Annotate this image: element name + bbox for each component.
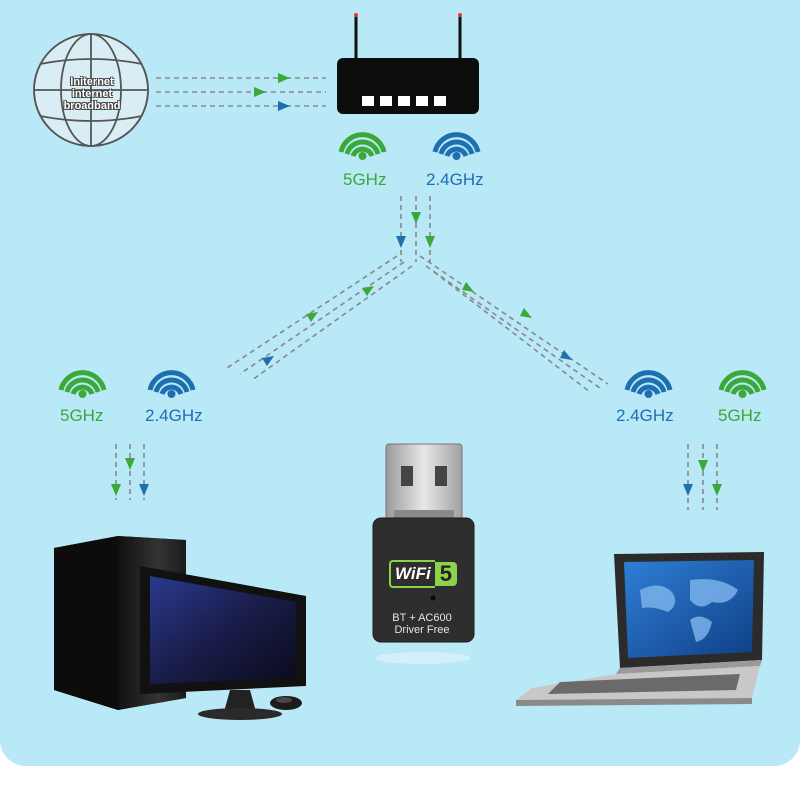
- wifi-logo-number: 5: [434, 562, 457, 586]
- internet-line-1: Initernet: [70, 76, 114, 88]
- adapter-spec-line-1: BT + AC600: [392, 612, 452, 624]
- desktop-computer: [54, 536, 306, 720]
- adapter-spec-line-2: Driver Free: [394, 624, 450, 636]
- right-device-arrows: [687, 444, 718, 510]
- laptop-computer: [516, 552, 764, 706]
- wifi-signal-icon: [624, 370, 673, 398]
- internet-to-router-arrows: [156, 77, 326, 107]
- arrow-head-5ghz: [362, 286, 374, 296]
- arrow-head-24ghz: [262, 356, 274, 366]
- wifi-signal-icon: [718, 370, 767, 398]
- arrow-head-5ghz: [520, 308, 532, 318]
- left-band-5ghz-label: 5GHz: [60, 406, 104, 425]
- wifi-signal-icon: [58, 370, 107, 398]
- left-band-24ghz-label: 2.4GHz: [145, 406, 203, 425]
- right-band-24ghz-label: 2.4GHz: [616, 406, 674, 425]
- arrow-head-5ghz: [411, 212, 421, 224]
- arrow-head-5ghz: [712, 484, 722, 496]
- arrow-head-5ghz: [462, 282, 474, 292]
- wifi-signal-icon: [147, 370, 196, 398]
- arrow-head-24ghz: [560, 350, 572, 360]
- arrow-head-24ghz: [396, 236, 406, 248]
- left-diagonal-arrows: [226, 255, 413, 381]
- arrow-head-5ghz: [111, 484, 121, 496]
- adapter-spec-text: BT + AC600 Driver Free: [384, 612, 460, 636]
- right-band-5ghz-label: 5GHz: [718, 406, 762, 425]
- usb-wifi-adapter: [372, 443, 475, 664]
- arrow-head-5ghz: [278, 73, 290, 83]
- internet-label: Initernet internet broadband: [56, 76, 128, 112]
- router-band-5ghz-label: 5GHz: [343, 170, 387, 189]
- internet-line-2: internet: [71, 88, 113, 100]
- router-down-arrows: [400, 196, 431, 262]
- arrow-head-5ghz: [698, 460, 708, 472]
- arrow-head-5ghz: [306, 312, 318, 322]
- arrow-head-24ghz: [683, 484, 693, 496]
- wifi-signal-icon: [338, 132, 387, 160]
- arrow-head-5ghz: [254, 87, 266, 97]
- left-device-arrows: [115, 444, 145, 500]
- internet-line-3: broadband: [63, 100, 121, 112]
- arrow-head-24ghz: [139, 484, 149, 496]
- arrow-head-5ghz: [125, 458, 135, 470]
- wifi-signal-icon: [432, 132, 481, 160]
- wifi-logo-word: WiFi: [389, 560, 435, 588]
- wifi5-logo: WiFi 5: [389, 560, 457, 588]
- arrow-head-5ghz: [425, 236, 435, 248]
- arrow-head-24ghz: [278, 101, 290, 111]
- router-icon: [337, 13, 479, 114]
- globe-icon: [33, 33, 149, 147]
- right-diagonal-arrows: [419, 255, 609, 393]
- router-band-24ghz-label: 2.4GHz: [426, 170, 484, 189]
